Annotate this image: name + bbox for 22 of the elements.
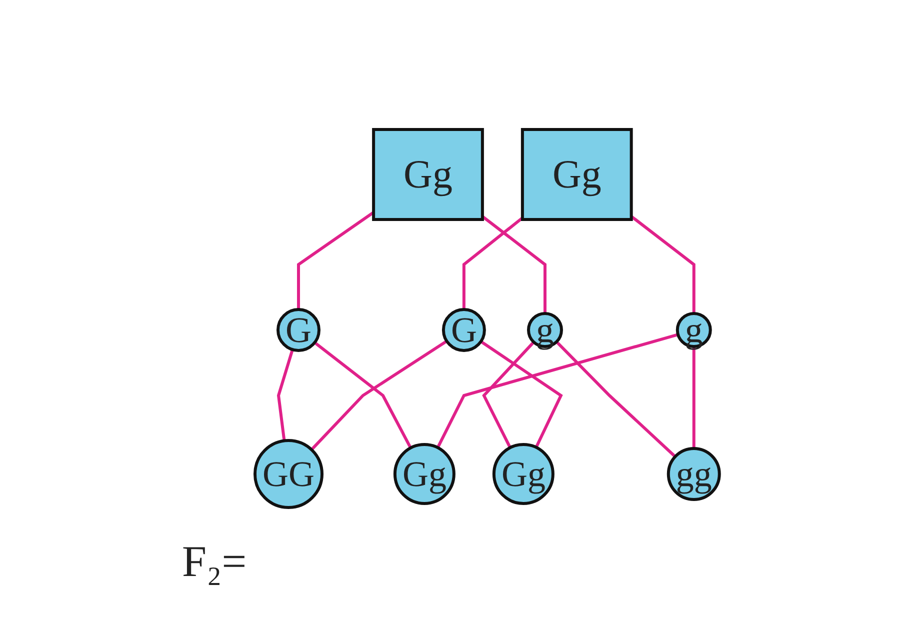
connector (555, 340, 676, 458)
connector (276, 349, 294, 441)
connector (481, 215, 546, 314)
node-circle: G (442, 308, 486, 352)
node-circle: Gg (393, 443, 456, 505)
node-circle: G (276, 308, 320, 352)
connector (436, 333, 678, 448)
node-circle: GG (253, 439, 324, 509)
node-box: Gg (520, 128, 632, 221)
connector (313, 341, 412, 449)
connector (482, 341, 534, 448)
connector (310, 340, 448, 451)
node-circle: gg (666, 447, 720, 501)
connector (462, 216, 523, 310)
connector (296, 211, 374, 310)
node-box: Gg (372, 128, 484, 221)
connector (630, 215, 695, 314)
connector (480, 340, 562, 448)
generation-label: F₂= (182, 536, 247, 587)
node-circle: g (526, 312, 563, 348)
node-circle: Gg (492, 443, 554, 505)
node-circle: g (676, 312, 712, 348)
